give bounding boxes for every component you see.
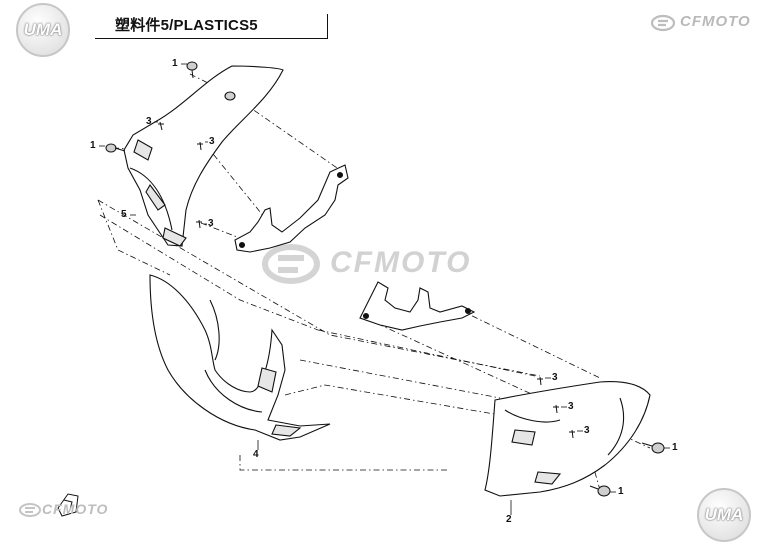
brand-logo-bottom: CFMOTO — [42, 501, 109, 517]
callout-1c: 1 — [672, 442, 678, 453]
screw-3d-icon — [537, 376, 543, 386]
callout-2: 2 — [506, 514, 512, 525]
callout-3c: 3 — [208, 218, 214, 229]
callout-1a: 1 — [172, 58, 178, 69]
bolt-1d-icon — [589, 485, 611, 497]
brand-logo-top: CFMOTO — [680, 13, 751, 30]
screw-3f-icon — [569, 429, 575, 439]
callout-leaders — [99, 63, 670, 515]
title-underline — [95, 38, 328, 39]
part-2-lower-deflector — [484, 381, 651, 497]
screw-3c-icon — [196, 219, 202, 229]
bolt-1c-icon — [641, 442, 665, 454]
callout-5: 5 — [121, 209, 127, 220]
bolt-1b-icon — [105, 143, 126, 153]
uma-badge-label: UMA — [23, 20, 63, 39]
callout-1b: 1 — [90, 140, 96, 151]
callout-4: 4 — [253, 449, 259, 460]
callout-3d: 3 — [552, 372, 558, 383]
uma-badge-label: UMA — [704, 505, 744, 524]
screw-3a-icon — [158, 121, 164, 131]
callout-1d: 1 — [618, 486, 624, 497]
title-rule-tick — [327, 14, 328, 39]
callout-3a: 3 — [146, 116, 152, 127]
screw-3b-icon — [197, 141, 203, 151]
part-5-upper-cowl — [123, 65, 284, 247]
uma-badge-top-left: UMA — [16, 3, 70, 57]
cf-watermark-icon — [262, 244, 320, 284]
part-4-lower-cowl — [149, 274, 331, 441]
small-clip-part — [57, 493, 79, 517]
uma-badge-bottom-right: UMA — [697, 488, 751, 542]
upper-mounting-bracket — [234, 164, 349, 253]
callout-3e: 3 — [568, 401, 574, 412]
brand-watermark: CFMOTO — [330, 246, 472, 279]
lower-mounting-bracket — [359, 281, 476, 331]
bolt-icons — [105, 61, 665, 497]
screw-3e-icon — [553, 404, 559, 414]
cf-logo-top-icon — [650, 14, 676, 32]
callout-3b: 3 — [209, 136, 215, 147]
page-title: 塑料件5/PLASTICS5 — [115, 17, 258, 34]
callout-3f: 3 — [584, 425, 590, 436]
bolt-1a-icon — [186, 61, 198, 79]
cf-logo-bottom-icon — [19, 503, 41, 517]
